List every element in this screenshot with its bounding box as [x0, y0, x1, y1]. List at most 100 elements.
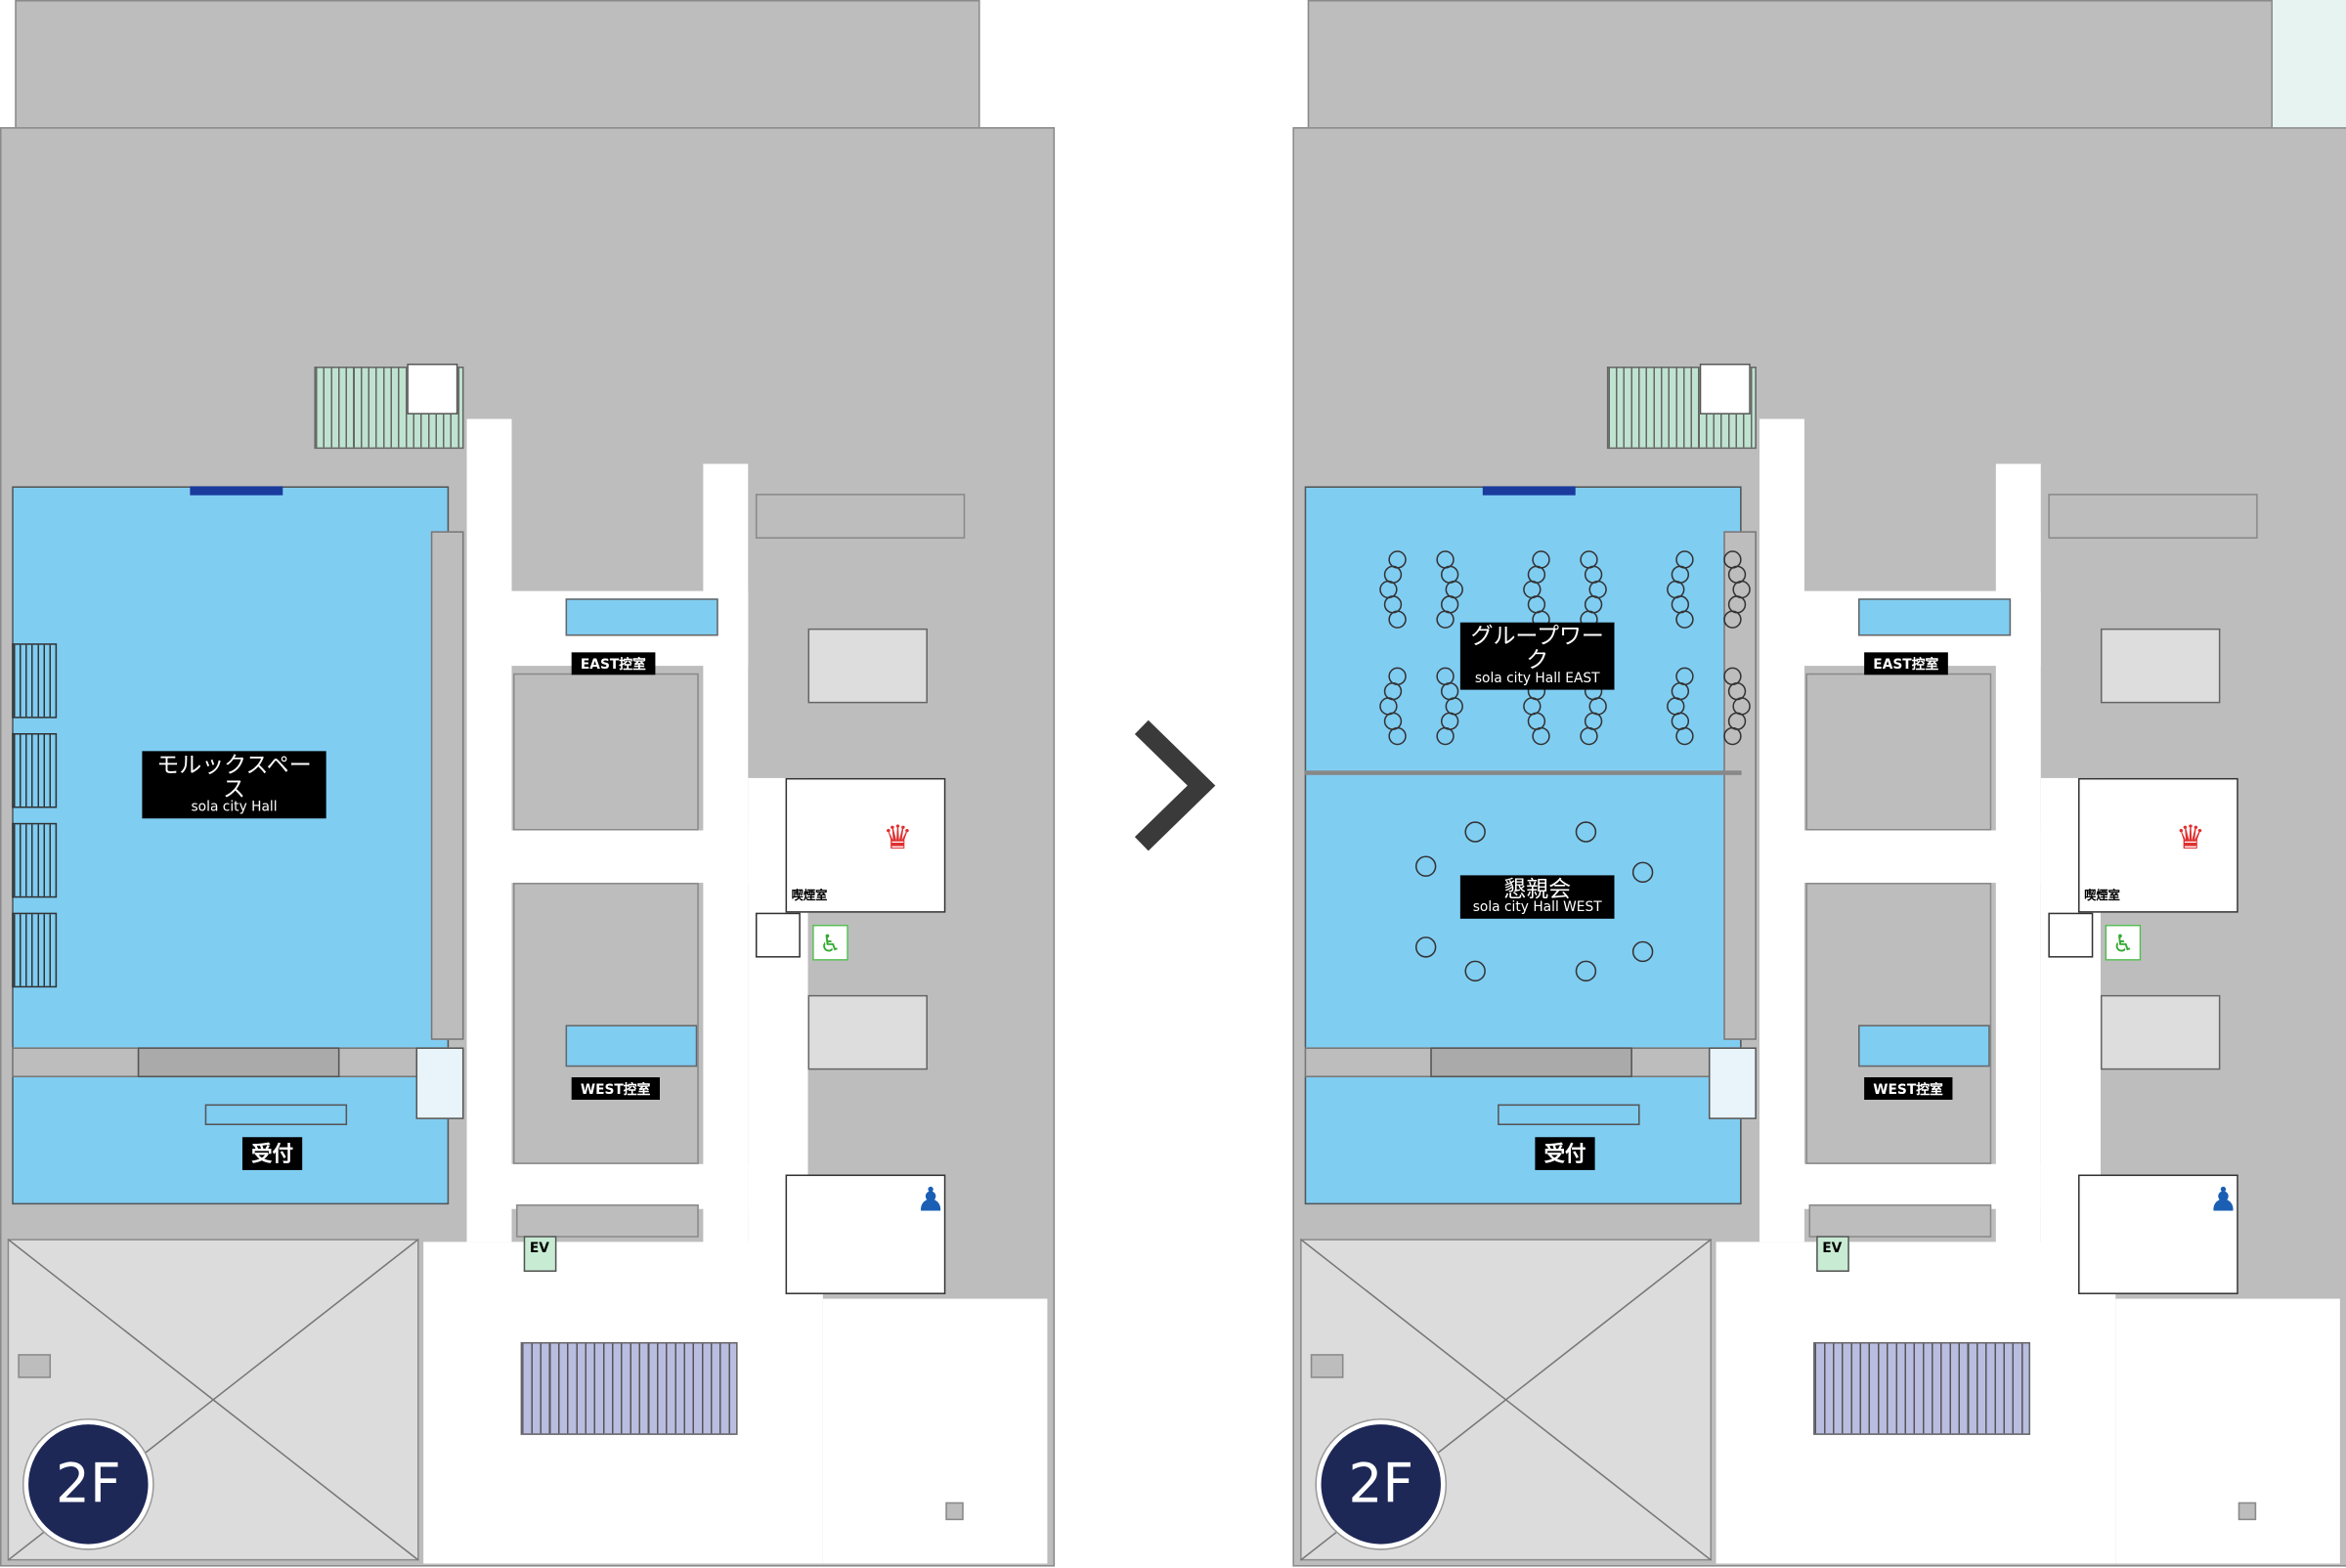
chair	[1723, 726, 1742, 746]
corridor-main	[466, 418, 512, 1242]
storage	[1708, 1047, 1757, 1119]
round-table	[1575, 821, 1597, 843]
corridor-service	[1995, 463, 2041, 1302]
smoking-room-label: 喫煙室	[788, 887, 831, 904]
chair-stack	[12, 822, 58, 898]
west-room-label: WEST控室	[571, 1077, 660, 1100]
building-roof	[15, 0, 980, 135]
west-room	[565, 1024, 698, 1067]
smoking-room-label: 喫煙室	[2081, 887, 2123, 904]
elevator-label: EV	[529, 1241, 549, 1257]
chair	[1436, 726, 1455, 746]
man-icon: ♟	[2208, 1181, 2238, 1219]
west-room	[1858, 1024, 1990, 1067]
chair	[1675, 610, 1694, 629]
counter	[137, 1047, 340, 1078]
corridor-main	[1759, 418, 1804, 1242]
hall	[1304, 486, 1742, 1205]
man-icon: ♟	[915, 1181, 946, 1219]
chair	[1675, 726, 1694, 746]
partition	[1304, 770, 1742, 775]
hall-east-wall	[430, 531, 464, 1040]
womens-restroom	[2078, 777, 2238, 913]
room-west-block	[512, 883, 699, 1164]
floor-plan-before: ♿ ♛ ♟ モルックスペース sola city Hall EAST控室 WEST控室…	[0, 0, 1057, 1568]
chair	[1532, 726, 1550, 746]
hall	[12, 486, 450, 1205]
hall-subtitle: sola city Hall	[191, 800, 278, 815]
stairs-north	[2100, 628, 2221, 704]
chair-stack	[12, 732, 58, 808]
room-bottom-right	[822, 1298, 1048, 1564]
wheelchair-icon: ♿	[812, 924, 848, 961]
round-table	[1631, 940, 1654, 963]
chair-stack	[12, 912, 58, 988]
ev-hall	[1808, 1204, 1992, 1238]
room-west-block	[1805, 883, 1992, 1164]
notch	[2272, 0, 2346, 128]
chair-stack	[12, 643, 58, 719]
elevator-label: EV	[1822, 1241, 1843, 1257]
reception-desk	[1498, 1104, 1640, 1126]
chevron-right-icon	[1134, 719, 1216, 851]
round-table	[1414, 936, 1437, 958]
floor-plan-after: ♿ ♛ ♟ グループワーク sola city Hall EAST 懇親会 sola…	[1292, 0, 2346, 1568]
room-bottom-right	[2115, 1298, 2340, 1564]
round-table	[1575, 960, 1597, 982]
east-room	[1858, 598, 2012, 636]
reception-label: 受付	[241, 1137, 303, 1170]
hall-east-subtitle: sola city Hall EAST	[1474, 671, 1600, 686]
service-top	[755, 494, 966, 540]
woman-icon: ♛	[883, 819, 913, 857]
vent	[2237, 1502, 2257, 1521]
hall-east-label: グループワーク sola city Hall EAST	[1459, 622, 1615, 690]
corridor-service	[703, 463, 749, 1302]
room-east-block	[512, 673, 699, 831]
room-east-block	[1805, 673, 1992, 831]
screen	[1482, 486, 1576, 496]
ev-hall	[516, 1204, 699, 1238]
escalator-icon	[407, 363, 458, 414]
round-table	[1464, 821, 1486, 843]
west-room-label: WEST控室	[1864, 1077, 1952, 1100]
wheelchair-icon: ♿	[2105, 924, 2142, 961]
chair	[1388, 610, 1407, 629]
floor-badge: 2F	[1316, 1419, 1446, 1549]
round-table	[1414, 855, 1437, 877]
accessible-toilet	[755, 912, 801, 958]
hall-west-title: 懇親会	[1503, 875, 1572, 902]
hall-title: モルックスペース	[156, 751, 312, 803]
chair	[1388, 726, 1407, 746]
screen	[190, 486, 283, 496]
vent	[1310, 1354, 1344, 1378]
accessible-toilet	[2048, 912, 2094, 958]
mens-restroom	[2078, 1174, 2238, 1294]
chair	[1436, 610, 1455, 629]
building-roof	[1307, 0, 2273, 135]
storage	[415, 1047, 464, 1119]
reception-desk	[204, 1104, 348, 1126]
round-table	[1631, 861, 1654, 884]
floor-badge: 2F	[23, 1419, 153, 1549]
ev-icon	[1816, 1236, 1849, 1273]
vent	[18, 1354, 52, 1378]
woman-icon: ♛	[2175, 819, 2205, 857]
hall-east-title: グループワーク	[1470, 622, 1604, 674]
chair	[1723, 610, 1742, 629]
stairs-north	[807, 628, 928, 704]
hall-west-subtitle: sola city Hall WEST	[1472, 900, 1602, 916]
reception-label: 受付	[1535, 1137, 1595, 1170]
escalator	[1813, 1341, 2031, 1435]
ev-icon	[523, 1236, 557, 1273]
mens-restroom	[785, 1174, 946, 1294]
vent	[945, 1502, 964, 1521]
round-table	[1464, 960, 1486, 982]
service-top	[2048, 494, 2258, 540]
escalator-icon	[1699, 363, 1751, 414]
counter	[1430, 1047, 1632, 1078]
escalator	[520, 1341, 738, 1435]
east-room-label: EAST控室	[571, 652, 656, 675]
chair	[1580, 726, 1598, 746]
east-room-label: EAST控室	[1864, 652, 1948, 675]
